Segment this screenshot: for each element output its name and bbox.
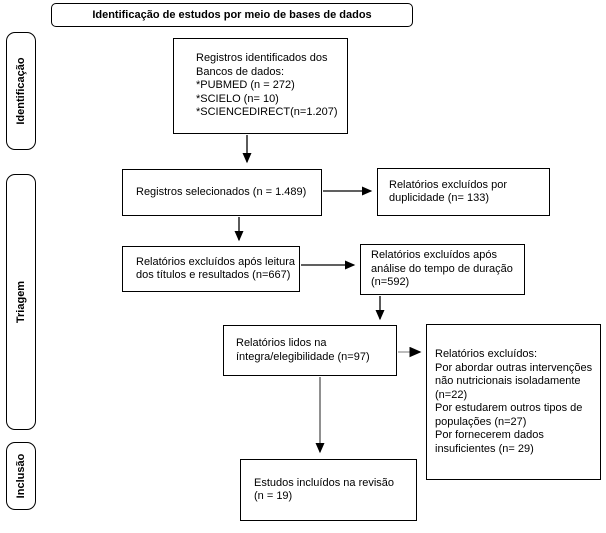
stage-label-text: Triagem <box>15 280 27 324</box>
banner-title: Identificação de estudos por meio de bas… <box>51 3 413 27</box>
box-text: Registros selecionados (n = 1.489) <box>136 185 307 198</box>
stage-label-triagem: Triagem <box>6 174 36 430</box>
box-records-selected: Registros selecionados (n = 1.489) <box>122 169 322 216</box>
stage-label-identificacao: Identificação <box>6 32 36 150</box>
box-text: Relatórios excluídos:Por abordar outras … <box>435 348 593 455</box>
box-text: Estudos incluídos na revisão(n = 19) <box>254 476 395 503</box>
stage-label-text: Identificação <box>15 57 27 125</box>
stage-label-inclusao: Inclusão <box>6 442 36 510</box>
stage-label-text: Inclusão <box>15 453 27 499</box>
box-studies-included: Estudos incluídos na revisão(n = 19) <box>240 459 417 521</box>
box-excluded-reasons: Relatórios excluídos:Por abordar outras … <box>426 324 601 480</box>
